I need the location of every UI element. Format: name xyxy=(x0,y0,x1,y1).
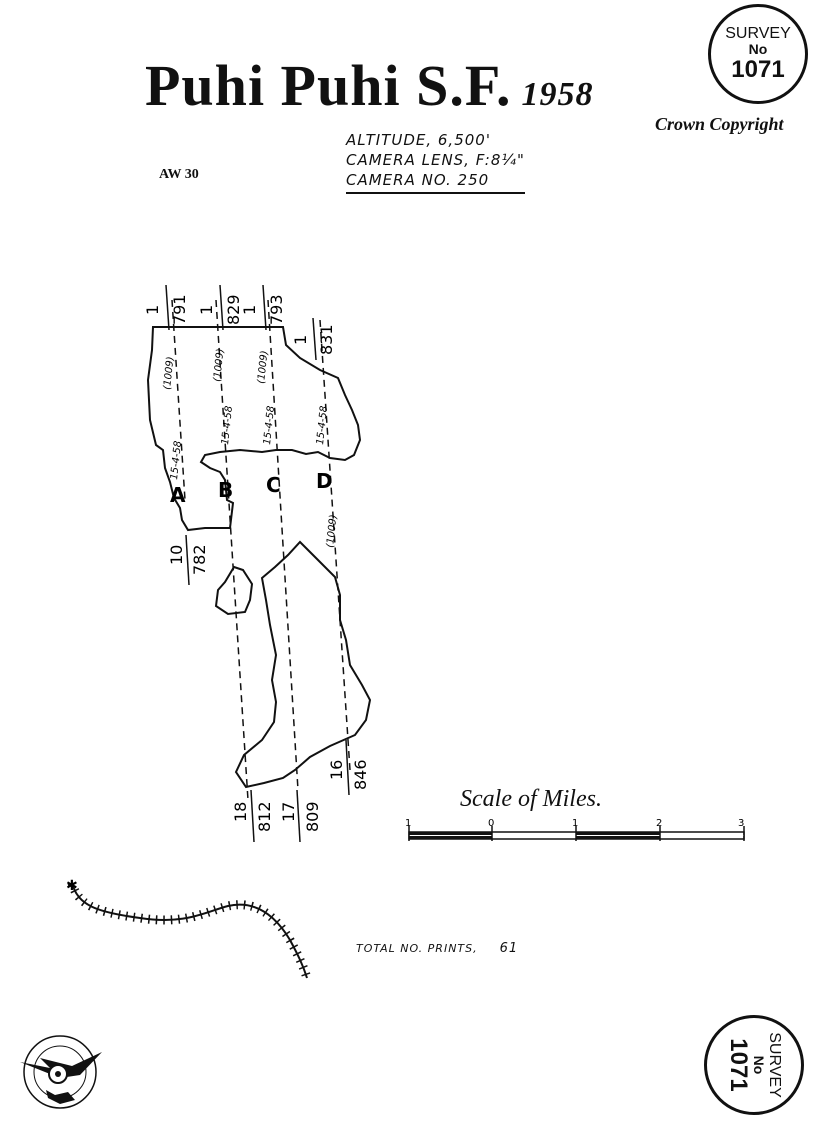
flight-line-a xyxy=(171,299,186,501)
stamp-survey-label-bottom: SURVEY xyxy=(766,1032,783,1098)
run-b-start-frame: 1 xyxy=(197,305,216,315)
forest-boundary-north xyxy=(146,326,362,532)
title-year: 1958 xyxy=(521,76,594,113)
run-d-date: 15-4-58 xyxy=(315,405,330,445)
run-c-start-print: 793 xyxy=(267,294,286,325)
run-a-end-print: 782 xyxy=(190,544,209,575)
railway-line xyxy=(71,882,308,979)
run-c-date: 15-4-58 xyxy=(262,405,277,445)
run-d-end-frame: 16 xyxy=(327,760,346,780)
run-d-start-print: 831 xyxy=(317,324,336,355)
run-b-film: (1009) xyxy=(212,348,226,382)
print-tick-b-top xyxy=(219,284,224,331)
print-tick-a-top xyxy=(165,284,170,331)
total-prints-label: TOTAL NO. PRINTS, xyxy=(356,942,478,955)
run-a-start-print: 791 xyxy=(170,294,189,325)
stamp-survey-label: SURVEY xyxy=(725,25,791,42)
stamp-number-bottom: 1071 xyxy=(725,1038,752,1092)
crown-copyright: Crown Copyright xyxy=(655,114,784,134)
run-c-film: (1009) xyxy=(256,350,270,384)
print-tick-c-top xyxy=(262,284,267,331)
print-tick-a-bottom xyxy=(185,534,190,586)
title-main: Puhi Puhi S.F. xyxy=(145,53,512,118)
railway-end-star: ✱ xyxy=(66,878,78,894)
print-tick-d-bottom xyxy=(345,739,350,796)
run-d-film: (1009) xyxy=(325,514,339,548)
run-b-start-print: 829 xyxy=(224,294,243,325)
print-tick-d-top xyxy=(312,317,317,361)
flight-parameters: ALTITUDE, 6,500' CAMERA LENS, F:8¼" CAME… xyxy=(346,130,525,194)
run-d-letter: D xyxy=(316,469,333,493)
run-b-letter: B xyxy=(218,478,233,502)
forest-boundary-south xyxy=(234,540,372,789)
run-c-start-frame: 1 xyxy=(240,305,259,315)
scale-tick-label-3: 3 xyxy=(738,818,744,829)
survey-stamp-bottom: SURVEY No 1071 xyxy=(704,1015,804,1115)
total-prints-value: 61 xyxy=(499,941,519,956)
print-tick-b-bottom xyxy=(250,789,255,843)
run-d-end-print: 846 xyxy=(351,759,370,790)
camera-number-text: CAMERA NO. 250 xyxy=(346,170,525,194)
altitude-text: ALTITUDE, 6,500' xyxy=(346,131,491,149)
camera-lens-text: CAMERA LENS, F:8¼" xyxy=(346,151,525,169)
run-b-date: 15-4-58 xyxy=(220,405,235,445)
railway-ties xyxy=(67,881,312,980)
scale-tick-label-0: 0 xyxy=(488,818,494,829)
run-a-date: 15-4-58 xyxy=(169,440,184,480)
run-b-end-frame: 18 xyxy=(231,802,250,822)
survey-stamp-top: SURVEY No 1071 xyxy=(708,4,808,104)
run-c-end-print: 809 xyxy=(303,801,322,832)
scale-tick-label-1-left: 1 xyxy=(405,818,411,829)
scale-tick-label-1: 1 xyxy=(572,818,578,829)
flight-line-c xyxy=(267,299,299,791)
run-d-start-frame: 1 xyxy=(291,335,310,345)
scale-title: Scale of Miles. xyxy=(460,786,602,812)
stamp-no-label: No xyxy=(748,41,768,57)
scale-tick-label-2: 2 xyxy=(656,818,662,829)
sheet-code: AW 30 xyxy=(159,167,199,182)
stamp-number: 1071 xyxy=(731,56,785,83)
run-c-letter: C xyxy=(266,473,281,497)
run-c-end-frame: 17 xyxy=(279,802,298,822)
run-a-letter: A xyxy=(170,483,186,507)
run-a-end-frame: 10 xyxy=(167,545,186,565)
run-a-film: (1009) xyxy=(162,356,176,390)
print-tick-c-bottom xyxy=(296,789,301,843)
map-title: Puhi Puhi S.F.1958 xyxy=(145,52,593,119)
stamp-no-label-bottom: No xyxy=(751,1055,767,1075)
run-a-start-frame: 1 xyxy=(143,305,162,315)
total-prints: TOTAL NO. PRINTS, 61 xyxy=(356,941,518,956)
nz-aerial-mapping-logo xyxy=(20,1035,102,1109)
run-b-end-print: 812 xyxy=(255,801,274,832)
scale-bar xyxy=(408,826,745,841)
flight-line-d xyxy=(319,319,351,771)
